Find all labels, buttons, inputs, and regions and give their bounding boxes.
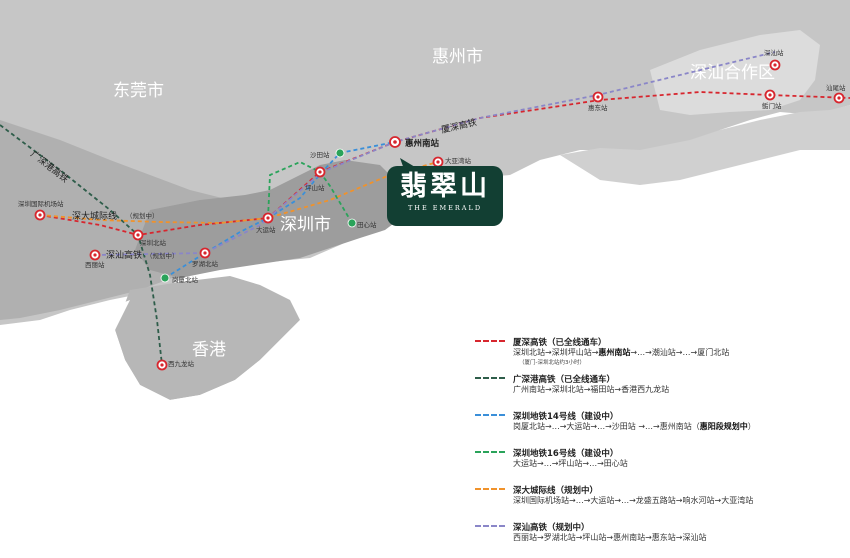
line-xiashen	[39, 91, 850, 236]
land-east-coast	[560, 105, 850, 185]
map-legend: 厦深高铁（已全线通车）深圳北站→深圳坪山站→惠州南站→…→潮汕站→…→厦门北站 （…	[475, 336, 845, 558]
station-label-dayun: 大运站	[256, 225, 276, 234]
station-label-dayawan: 大亚湾站	[445, 156, 472, 165]
region-huizhou: 惠州市	[432, 47, 483, 67]
line-metro16	[267, 161, 353, 224]
legend-line-swatch	[475, 340, 505, 342]
station-label-west-kowloon: 西九龙站	[168, 359, 195, 368]
station-label-pingshan: 坪山站	[305, 183, 325, 192]
legend-item: 深大城际线（规划中）深圳国际机场站→…→大运站→…→龙盛五路站→响水河站→大亚湾…	[475, 484, 845, 521]
legend-title: 深汕高铁（规划中）	[513, 523, 590, 533]
legend-route-text: 西丽站→罗湖北站→坪山站→惠州南站→惠东站→深汕站	[513, 533, 707, 542]
station-label-airport: 深圳国际机场站	[18, 199, 64, 208]
line-shendacheng	[39, 161, 439, 224]
legend-title: 深圳地铁14号线（建设中）	[513, 412, 619, 422]
legend-title: 厦深高铁（已全线通车）	[513, 338, 607, 348]
legend-line-swatch	[475, 488, 505, 490]
region-shenzhen: 深圳市	[280, 215, 331, 235]
legend-item: 广深港高铁（已全线通车）广州南站→深圳北站→福田站→香港西九龙站	[475, 373, 845, 410]
legend-route: 深圳国际机场站→…→大运站→…→龙盛五路站→响水河站→大亚湾站	[513, 495, 753, 506]
legend-route-tail: ）	[747, 422, 756, 431]
legend-title: 广深港高铁（已全线通车）	[513, 375, 616, 385]
brand-name-en: THE EMERALD	[407, 204, 483, 212]
station-label-huidong: 惠东站	[588, 103, 608, 112]
sea-bay	[0, 150, 850, 556]
legend-route: 岗厦北站→…→大运站→…→沙田站 →…→惠州南站（惠阳段规划中）	[513, 421, 756, 432]
land-shenshan	[650, 30, 820, 115]
station-marker-tianxin	[347, 218, 357, 228]
station-label-shenzhen-north: 深圳北站	[140, 238, 167, 247]
legend-item: 深汕高铁（规划中）西丽站→罗湖北站→坪山站→惠州南站→惠东站→深汕站	[475, 521, 845, 558]
legend-line-swatch	[475, 414, 505, 416]
legend-route: 大运站→…→坪山站→…→田心站	[513, 458, 628, 469]
station-marker-shatian	[335, 148, 345, 158]
station-label-luohu-north: 罗湖北站	[192, 259, 219, 268]
legend-item: 深圳地铁16号线（建设中）大运站→…→坪山站→…→田心站	[475, 447, 845, 484]
legend-item: 深圳地铁14号线（建设中）岗厦北站→…→大运站→…→沙田站 →…→惠州南站（惠阳…	[475, 410, 845, 447]
legend-line-swatch	[475, 525, 505, 527]
region-hongkong: 香港	[192, 340, 226, 360]
legend-route-text: 深圳北站→深圳坪山站→	[513, 348, 599, 357]
line-label-shendacheng: 深大城际线	[72, 210, 117, 222]
station-label-haimen: 鲘门站	[762, 101, 782, 110]
station-label-xili: 西丽站	[85, 260, 105, 269]
legend-route-tail: →…→潮汕站→…→厦门北站	[630, 348, 730, 357]
legend-title: 深大城际线（规划中）	[513, 486, 599, 496]
line-label-shendacheng-status: （规划中）	[126, 211, 159, 220]
station-label-gangxia-north: 岗厦北站	[172, 275, 199, 284]
region-shenshan: 深汕合作区	[690, 63, 775, 83]
legend-line-swatch	[475, 377, 505, 379]
station-label-shanwei: 汕尾站	[826, 83, 846, 92]
legend-route-text: 深圳国际机场站→…→大运站→…→龙盛五路站→响水河站→大亚湾站	[513, 496, 754, 505]
legend-note: （厦门-深圳北站约3小时）	[519, 360, 585, 366]
station-label-shantou: 深汕站	[764, 48, 784, 57]
line-label-shenshan-status: （规划中）	[146, 251, 179, 260]
legend-line-swatch	[475, 451, 505, 453]
legend-route-highlight: 惠州南站	[598, 348, 631, 357]
brand-name-cn: 翡翠山	[400, 171, 490, 202]
project-brand-badge: 翡翠山 THE EMERALD	[387, 166, 503, 226]
station-label-shatian: 沙田站	[310, 150, 330, 159]
station-label-huizhou-south: 惠州南站	[405, 138, 440, 149]
legend-title: 深圳地铁16号线（建设中）	[513, 449, 619, 459]
region-dongguan: 东莞市	[113, 81, 164, 101]
legend-route-text: 岗厦北站→…→大运站→…→沙田站 →…→惠州南站（	[513, 422, 700, 431]
legend-item: 厦深高铁（已全线通车）深圳北站→深圳坪山站→惠州南站→…→潮汕站→…→厦门北站 （…	[475, 336, 845, 373]
legend-route: 深圳北站→深圳坪山站→惠州南站→…→潮汕站→…→厦门北站	[513, 347, 729, 358]
station-marker-gangxia-north	[160, 273, 170, 283]
legend-route-highlight: 惠阳段规划中	[699, 422, 748, 431]
legend-route: 广州南站→深圳北站→福田站→香港西九龙站	[513, 384, 669, 395]
legend-route-text: 大运站→…→坪山站→…→田心站	[513, 459, 628, 468]
legend-route: 西丽站→罗湖北站→坪山站→惠州南站→惠东站→深汕站	[513, 532, 707, 543]
legend-route-text: 广州南站→深圳北站→福田站→香港西九龙站	[513, 385, 670, 394]
line-label-shenshan: 深汕高铁	[106, 249, 142, 261]
station-label-tianxin: 田心站	[357, 220, 377, 229]
